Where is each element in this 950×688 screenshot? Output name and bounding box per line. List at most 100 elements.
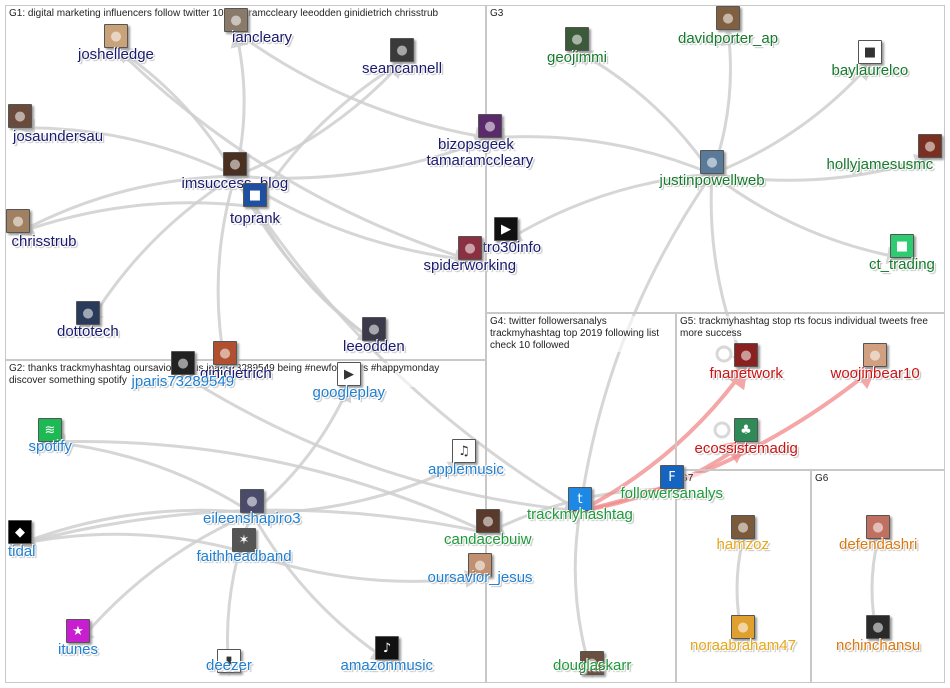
node-label[interactable]: spotify <box>28 438 72 455</box>
person-icon: ● <box>396 42 408 58</box>
node-label[interactable]: toprank <box>230 210 281 227</box>
node-label[interactable]: followersanalys <box>620 485 724 502</box>
node-label[interactable]: spiderworking <box>423 257 517 274</box>
node-label[interactable]: baylaurelco <box>831 62 909 79</box>
avatar[interactable]: ● <box>104 24 128 48</box>
tmh-logo[interactable]: t <box>568 487 592 511</box>
avatar[interactable]: ● <box>362 317 386 341</box>
group-box-g7: G7 <box>676 470 811 683</box>
logo-icon[interactable]: ■ <box>243 183 267 207</box>
avatar[interactable]: ● <box>6 209 30 233</box>
node-label[interactable]: googleplay <box>312 384 386 401</box>
node-label[interactable]: applemusic <box>428 461 504 478</box>
logo-icon: ■ <box>863 44 877 60</box>
node-label[interactable]: woojinbear10 <box>830 365 920 382</box>
node-label[interactable]: ginidietrich <box>200 365 272 382</box>
edge-joshelledge-to-spiderworking <box>114 46 473 265</box>
avatar[interactable]: ● <box>731 515 755 539</box>
avatar[interactable]: ● <box>716 6 740 30</box>
edge-eileenshapiro3-to-amazonmusic <box>250 511 390 662</box>
node-label[interactable]: candacebuiw <box>444 531 532 548</box>
node-label[interactable]: chrisstrub <box>11 233 77 250</box>
avatar[interactable]: ● <box>171 351 195 375</box>
node-label[interactable]: amazonmusic <box>340 657 434 674</box>
node-label[interactable]: leeodden <box>343 338 405 355</box>
node-label[interactable]: defendashri <box>839 536 918 553</box>
avatar[interactable]: ● <box>918 134 942 158</box>
node-label[interactable]: hollyjamesusmc <box>826 156 934 173</box>
play-store-icon[interactable]: ▶ <box>337 362 361 386</box>
node-label[interactable]: seancannell <box>362 60 443 77</box>
avatar[interactable]: ● <box>866 615 890 639</box>
badge-icon[interactable]: ✶ <box>232 528 256 552</box>
node-label[interactable]: ct_trading <box>869 256 935 273</box>
avatar[interactable]: ● <box>866 515 890 539</box>
node-label[interactable]: davidporter_ap <box>678 30 779 47</box>
star-icon: ★ <box>72 623 84 639</box>
node-label[interactable]: joshelledge <box>78 46 154 63</box>
node-label[interactable]: bizopsgeek <box>438 136 514 153</box>
tree-icon[interactable]: ♣ <box>734 418 758 442</box>
spotify-icon[interactable]: ≋ <box>38 418 62 442</box>
avatar[interactable]: ● <box>734 343 758 367</box>
node-label[interactable]: jparis73289549 <box>131 373 235 390</box>
node-label[interactable]: noraabraham47 <box>690 637 796 654</box>
logo-icon[interactable]: ■ <box>858 40 882 64</box>
avatar[interactable]: ● <box>565 27 589 51</box>
logo-icon[interactable]: ■ <box>890 234 914 258</box>
node-label[interactable]: faithheadband <box>196 548 292 565</box>
avatar[interactable]: ● <box>390 38 414 62</box>
node-label[interactable]: nchinchansu <box>836 637 921 654</box>
node-label[interactable]: justinpowellweb <box>659 172 765 189</box>
fa-logo: F <box>668 469 676 485</box>
avatar[interactable]: ● <box>700 150 724 174</box>
group-title-g5: G5: trackmyhashtag stop rts focus indivi… <box>680 316 940 340</box>
node-label[interactable]: fnanetwork <box>709 365 783 382</box>
avatar[interactable]: ● <box>240 489 264 513</box>
avatar[interactable]: ● <box>468 553 492 577</box>
node-label[interactable]: tidal <box>8 543 36 560</box>
avatar[interactable]: ● <box>731 615 755 639</box>
node-label[interactable]: hamzoz <box>716 536 770 553</box>
star-icon[interactable]: ★ <box>66 619 90 643</box>
node-label[interactable]: iancleary <box>232 29 293 46</box>
node-label[interactable]: dottotech <box>57 323 119 340</box>
fa-logo[interactable]: F <box>660 465 684 489</box>
music-icon[interactable]: ♪ <box>375 636 399 660</box>
person-icon: ● <box>246 493 258 509</box>
group-title-g6: G6 <box>815 473 845 485</box>
avatar[interactable]: ● <box>580 651 604 675</box>
avatar[interactable]: ● <box>8 104 32 128</box>
bars-icon[interactable]: ▮ <box>217 649 241 673</box>
node-label[interactable]: geojimmi <box>547 49 608 66</box>
node-label[interactable]: trackmyhashtag <box>527 506 633 523</box>
edge-candacebuiw-to-spotify <box>47 432 490 535</box>
avatar[interactable]: ● <box>863 343 887 367</box>
node-label[interactable]: itunes <box>58 641 99 658</box>
edge-eileenshapiro3-to-applemusic <box>250 461 467 515</box>
node-label[interactable]: oursavior_jesus <box>427 569 533 586</box>
person-icon: ● <box>571 31 583 47</box>
avatar[interactable]: ● <box>224 8 248 32</box>
node-label[interactable]: intro30info <box>471 239 542 256</box>
avatar[interactable]: ● <box>476 509 500 533</box>
avatar[interactable]: ● <box>223 152 247 176</box>
edge-toprank-to-chrisstrub <box>15 201 257 237</box>
node-label[interactable]: imsuccess_blog <box>181 175 289 192</box>
avatar[interactable]: ● <box>458 236 482 260</box>
tidal-icon[interactable]: ◆ <box>8 520 32 544</box>
music-note-icon[interactable]: ♫ <box>452 439 476 463</box>
node-label[interactable]: josaundersau <box>13 128 104 145</box>
person-icon: ● <box>872 519 884 535</box>
avatar[interactable]: ● <box>76 301 100 325</box>
play-icon[interactable]: ▶ <box>494 217 518 241</box>
node-label[interactable]: ecossistemadig <box>694 440 798 457</box>
node-label[interactable]: eileenshapiro3 <box>203 510 301 527</box>
node-label[interactable]: deezer <box>206 657 252 674</box>
avatar[interactable]: ● <box>478 114 502 138</box>
avatar[interactable]: ● <box>213 341 237 365</box>
person-icon: ● <box>484 118 496 134</box>
node-label[interactable]: tamaramccleary <box>426 152 534 169</box>
node-label[interactable]: douglaskarr <box>553 657 632 674</box>
